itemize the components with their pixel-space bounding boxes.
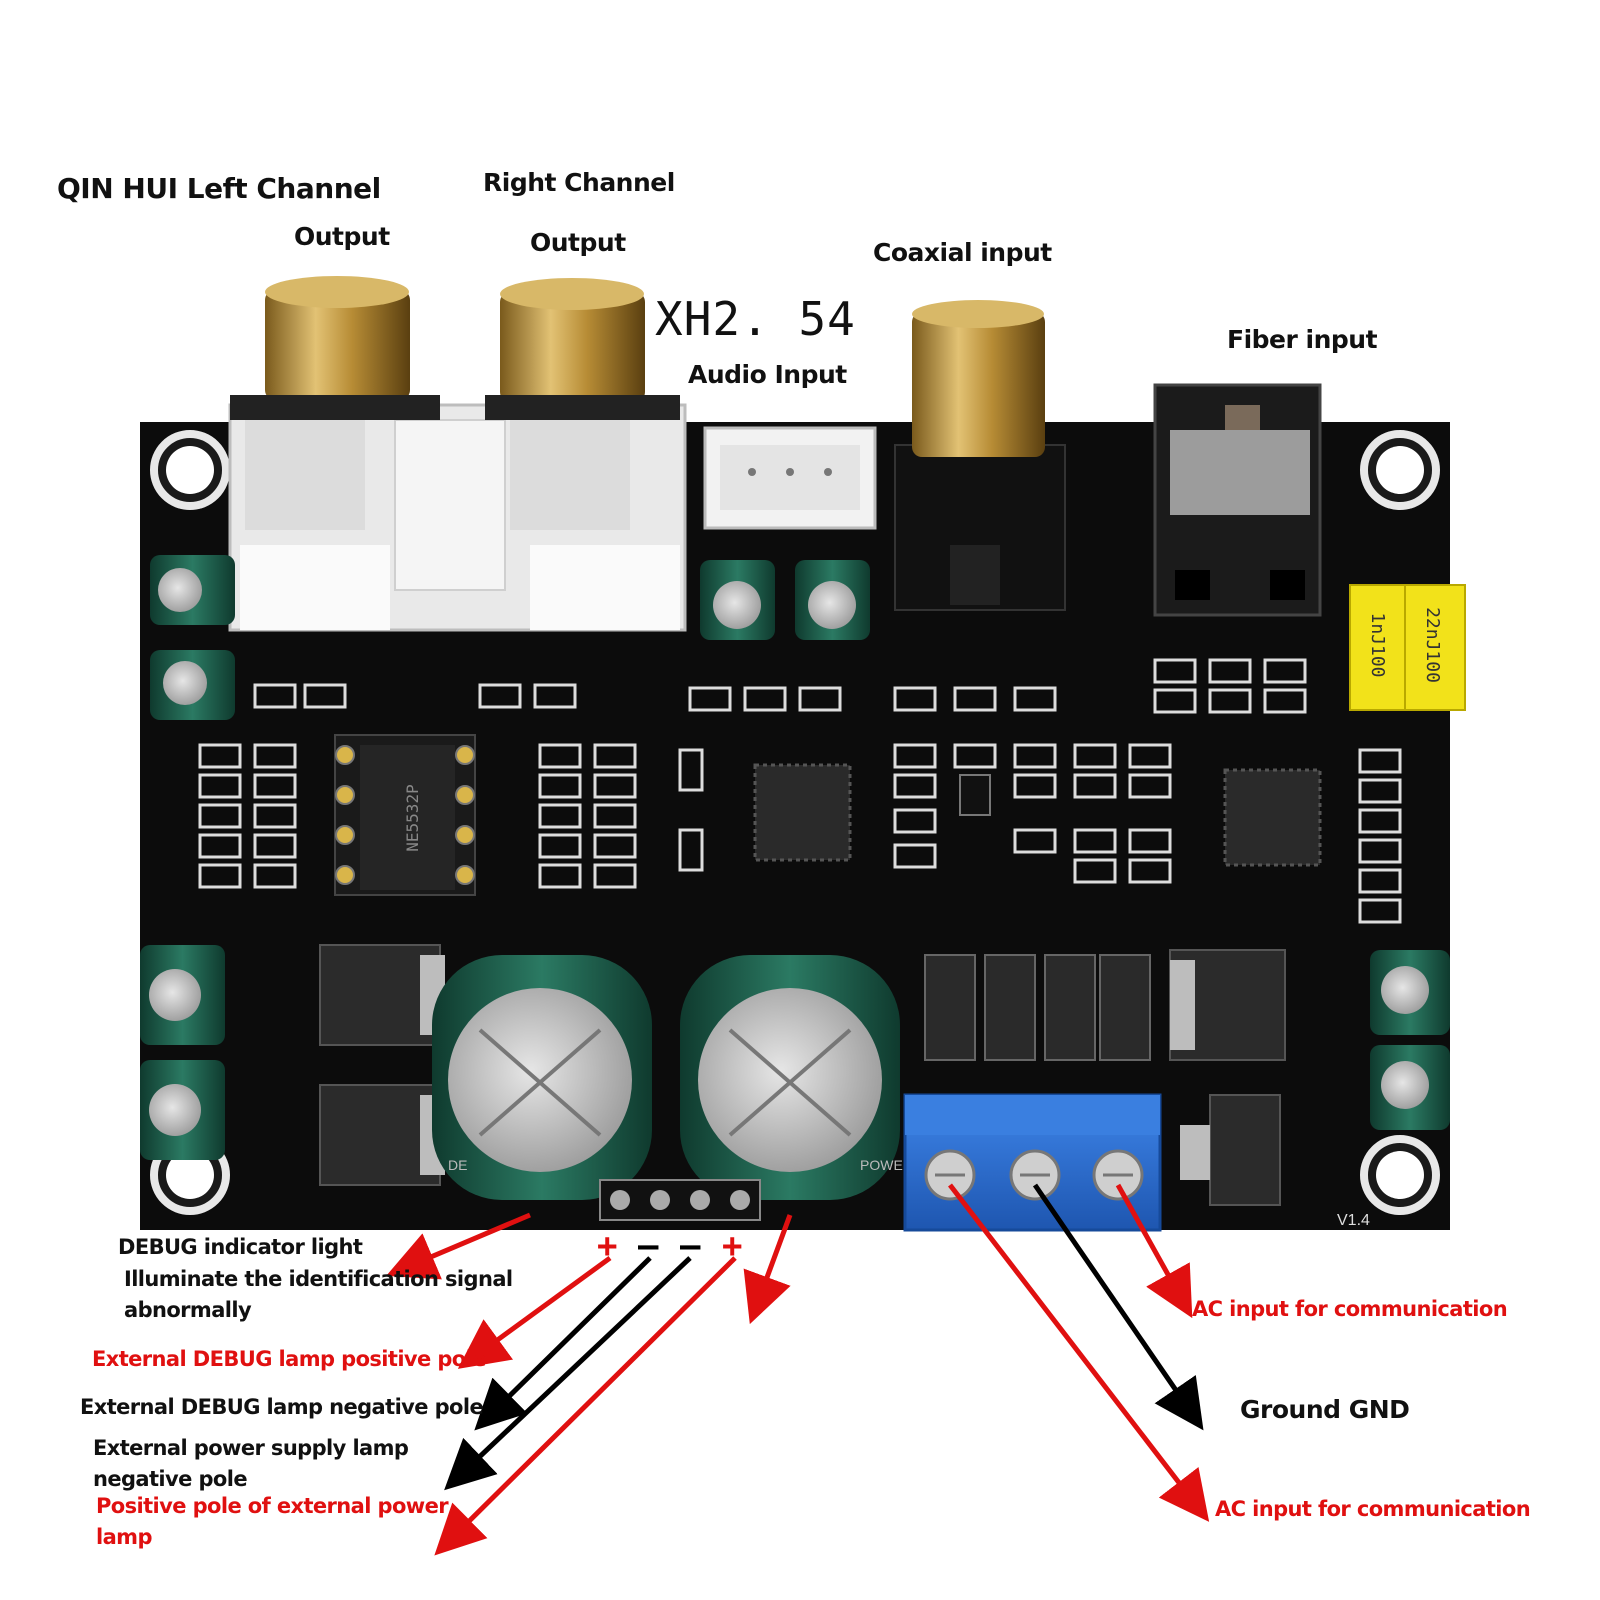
smd-components — [198, 658, 1402, 924]
rca-housing — [228, 403, 687, 632]
label-right-output: Output — [530, 228, 626, 257]
film-capacitors: 1nJ100 22nJ100 — [1349, 584, 1466, 711]
small-electrolytic-capacitors — [140, 555, 1450, 1160]
lamp-header-pins: DE POWER — [448, 1157, 913, 1221]
annotation-arrows — [386, 1183, 1210, 1556]
arrow-debug-positive — [457, 1255, 612, 1369]
coaxial-jack — [894, 300, 1066, 611]
arrow-power-negative — [444, 1256, 692, 1491]
opamp-ic: NE5532P — [334, 734, 476, 896]
label-audio-input: Audio Input — [688, 360, 847, 389]
pin-sign-1: + — [597, 1226, 618, 1266]
right-rca-jack — [485, 278, 680, 420]
pin-sign-4: + — [722, 1226, 743, 1266]
film-cap-right-text: 22nJ100 — [1422, 607, 1443, 683]
silk-power: POWER — [860, 1157, 913, 1173]
label-power-positive-2: lamp — [96, 1525, 152, 1549]
label-ac-input-1: AC input for communication — [1192, 1297, 1508, 1321]
xh254-connector — [703, 426, 877, 530]
rectifier-diodes — [924, 954, 1151, 1061]
large-capacitor-left — [432, 955, 652, 1200]
label-right-channel: Right Channel — [483, 168, 675, 197]
label-ground: Ground GND — [1240, 1395, 1410, 1424]
fiber-optic-port — [1153, 383, 1322, 617]
arrow-ground — [1032, 1183, 1204, 1431]
pin-sign-3: – — [680, 1226, 701, 1266]
silk-debug: DE — [448, 1157, 467, 1173]
label-coaxial-input: Coaxial input — [873, 238, 1052, 267]
label-left-output: Output — [294, 222, 390, 251]
label-power-positive-1: Positive pole of external power — [96, 1494, 449, 1518]
label-debug-desc-1: Illuminate the identification signal — [124, 1267, 513, 1291]
label-debug-negative: External DEBUG lamp negative pole — [80, 1395, 484, 1419]
board-version: V1.4 — [1337, 1212, 1370, 1229]
label-ac-input-2: AC input for communication — [1215, 1497, 1531, 1521]
label-debug-light: DEBUG indicator light — [118, 1235, 363, 1259]
label-debug-positive: External DEBUG lamp positive pole — [92, 1347, 486, 1371]
voltage-regulators — [319, 944, 1286, 1206]
label-power-negative-2: negative pole — [93, 1467, 248, 1491]
qfn-chips — [753, 763, 1322, 867]
pin-sign-2: – — [638, 1226, 659, 1266]
label-fiber-input: Fiber input — [1227, 325, 1378, 354]
film-cap-left-text: 1nJ100 — [1367, 612, 1388, 677]
opamp-marking: NE5532P — [403, 784, 422, 851]
arrow-power-positive — [434, 1256, 737, 1556]
label-xh254: XH2. 54 — [655, 292, 856, 346]
left-rca-jack — [230, 276, 440, 420]
arrow-debug-light — [386, 1212, 531, 1280]
label-left-channel: QIN HUI Left Channel — [57, 172, 381, 205]
arrow-ac-input-1 — [1115, 1183, 1193, 1319]
label-debug-desc-2: abnormally — [124, 1298, 252, 1322]
large-capacitor-right — [680, 955, 900, 1200]
screw-terminal — [903, 1093, 1162, 1232]
label-power-negative-1: External power supply lamp — [93, 1436, 409, 1460]
arrow-ac-input-2 — [948, 1183, 1210, 1522]
arrow-power-light — [743, 1214, 793, 1325]
arrow-debug-negative — [474, 1256, 652, 1431]
